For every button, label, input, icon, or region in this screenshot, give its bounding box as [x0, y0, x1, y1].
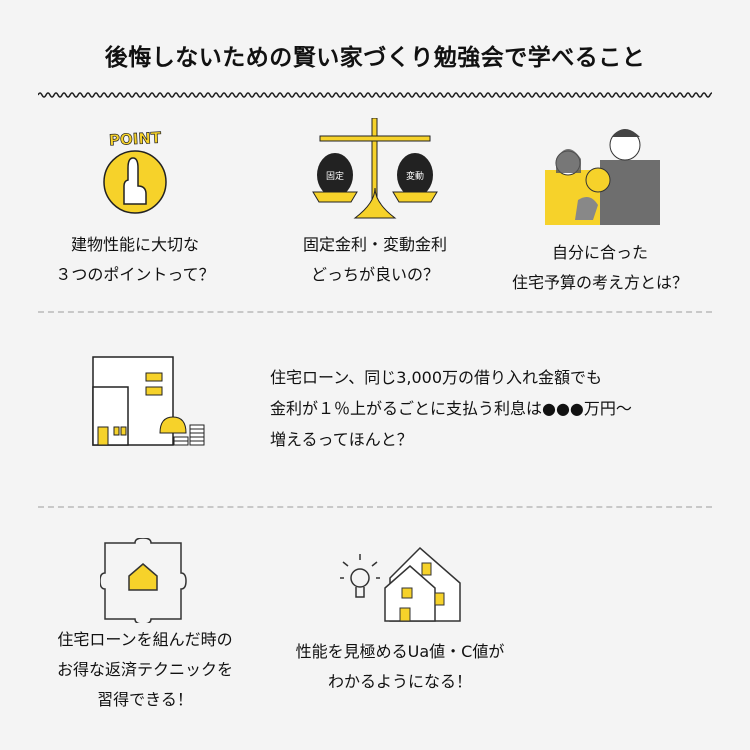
scale-icon: 固定 変動 — [312, 118, 438, 219]
page-title: 後悔しないための賢い家づくり勉強会で学べること — [104, 45, 646, 71]
feature-budget: 自分に合った 住宅予算の考え方とは？ — [490, 238, 710, 298]
loan-interest-question: 住宅ローン、同じ3,000万の借り入れ金額でも 金利が１％上がるごとに支払う利息… — [270, 362, 632, 455]
feature-text-line: 性能を見極めるUa値・C値が — [295, 642, 505, 661]
section-divider — [38, 506, 712, 508]
bulb-house-icon — [340, 546, 461, 622]
section-divider — [38, 311, 712, 313]
building-money-icon — [92, 356, 205, 446]
feature-text-line: 住宅ローンを組んだ時の — [57, 630, 233, 649]
feature-repayment-technique: 住宅ローンを組んだ時の お得な返済テクニックを 習得できる！ — [30, 625, 260, 715]
feature-text-line: 住宅予算の考え方とは？ — [511, 273, 688, 292]
feature-text-line: 建物性能に大切な — [70, 235, 199, 254]
feature-text-line: 固定金利・変動金利 — [302, 235, 447, 254]
point-badge-text: POINT — [109, 129, 163, 150]
feature-ua-c-value: 性能を見極めるUa値・C値が わかるようになる！ — [270, 637, 530, 697]
point-finger-icon: POINT — [103, 128, 167, 214]
question-text-line: 金利が１％上がるごとに支払う利息は●●●万円〜 — [270, 399, 632, 418]
question-text-line: 増えるってほんと？ — [270, 430, 413, 449]
feature-interest-rate: 固定金利・変動金利 どっちが良いの？ — [270, 230, 480, 290]
family-icon — [545, 129, 660, 225]
feature-text-line: 自分に合った — [551, 243, 648, 262]
puzzle-house-icon — [100, 538, 187, 623]
feature-text-line: どっちが良いの？ — [310, 265, 439, 284]
feature-text-line: わかるようになる！ — [327, 672, 472, 691]
wavy-divider — [38, 92, 712, 98]
question-text-line: 住宅ローン、同じ3,000万の借り入れ金額でも — [270, 368, 603, 387]
feature-text-line: 習得できる！ — [97, 690, 193, 709]
feature-text-line: ３つのポイントって？ — [55, 265, 215, 284]
variable-weight-label: 変動 — [406, 170, 424, 182]
fixed-weight-label: 固定 — [326, 170, 344, 182]
feature-building-performance: 建物性能に大切な ３つのポイントって？ — [30, 230, 240, 290]
feature-text-line: お得な返済テクニックを — [56, 660, 233, 679]
